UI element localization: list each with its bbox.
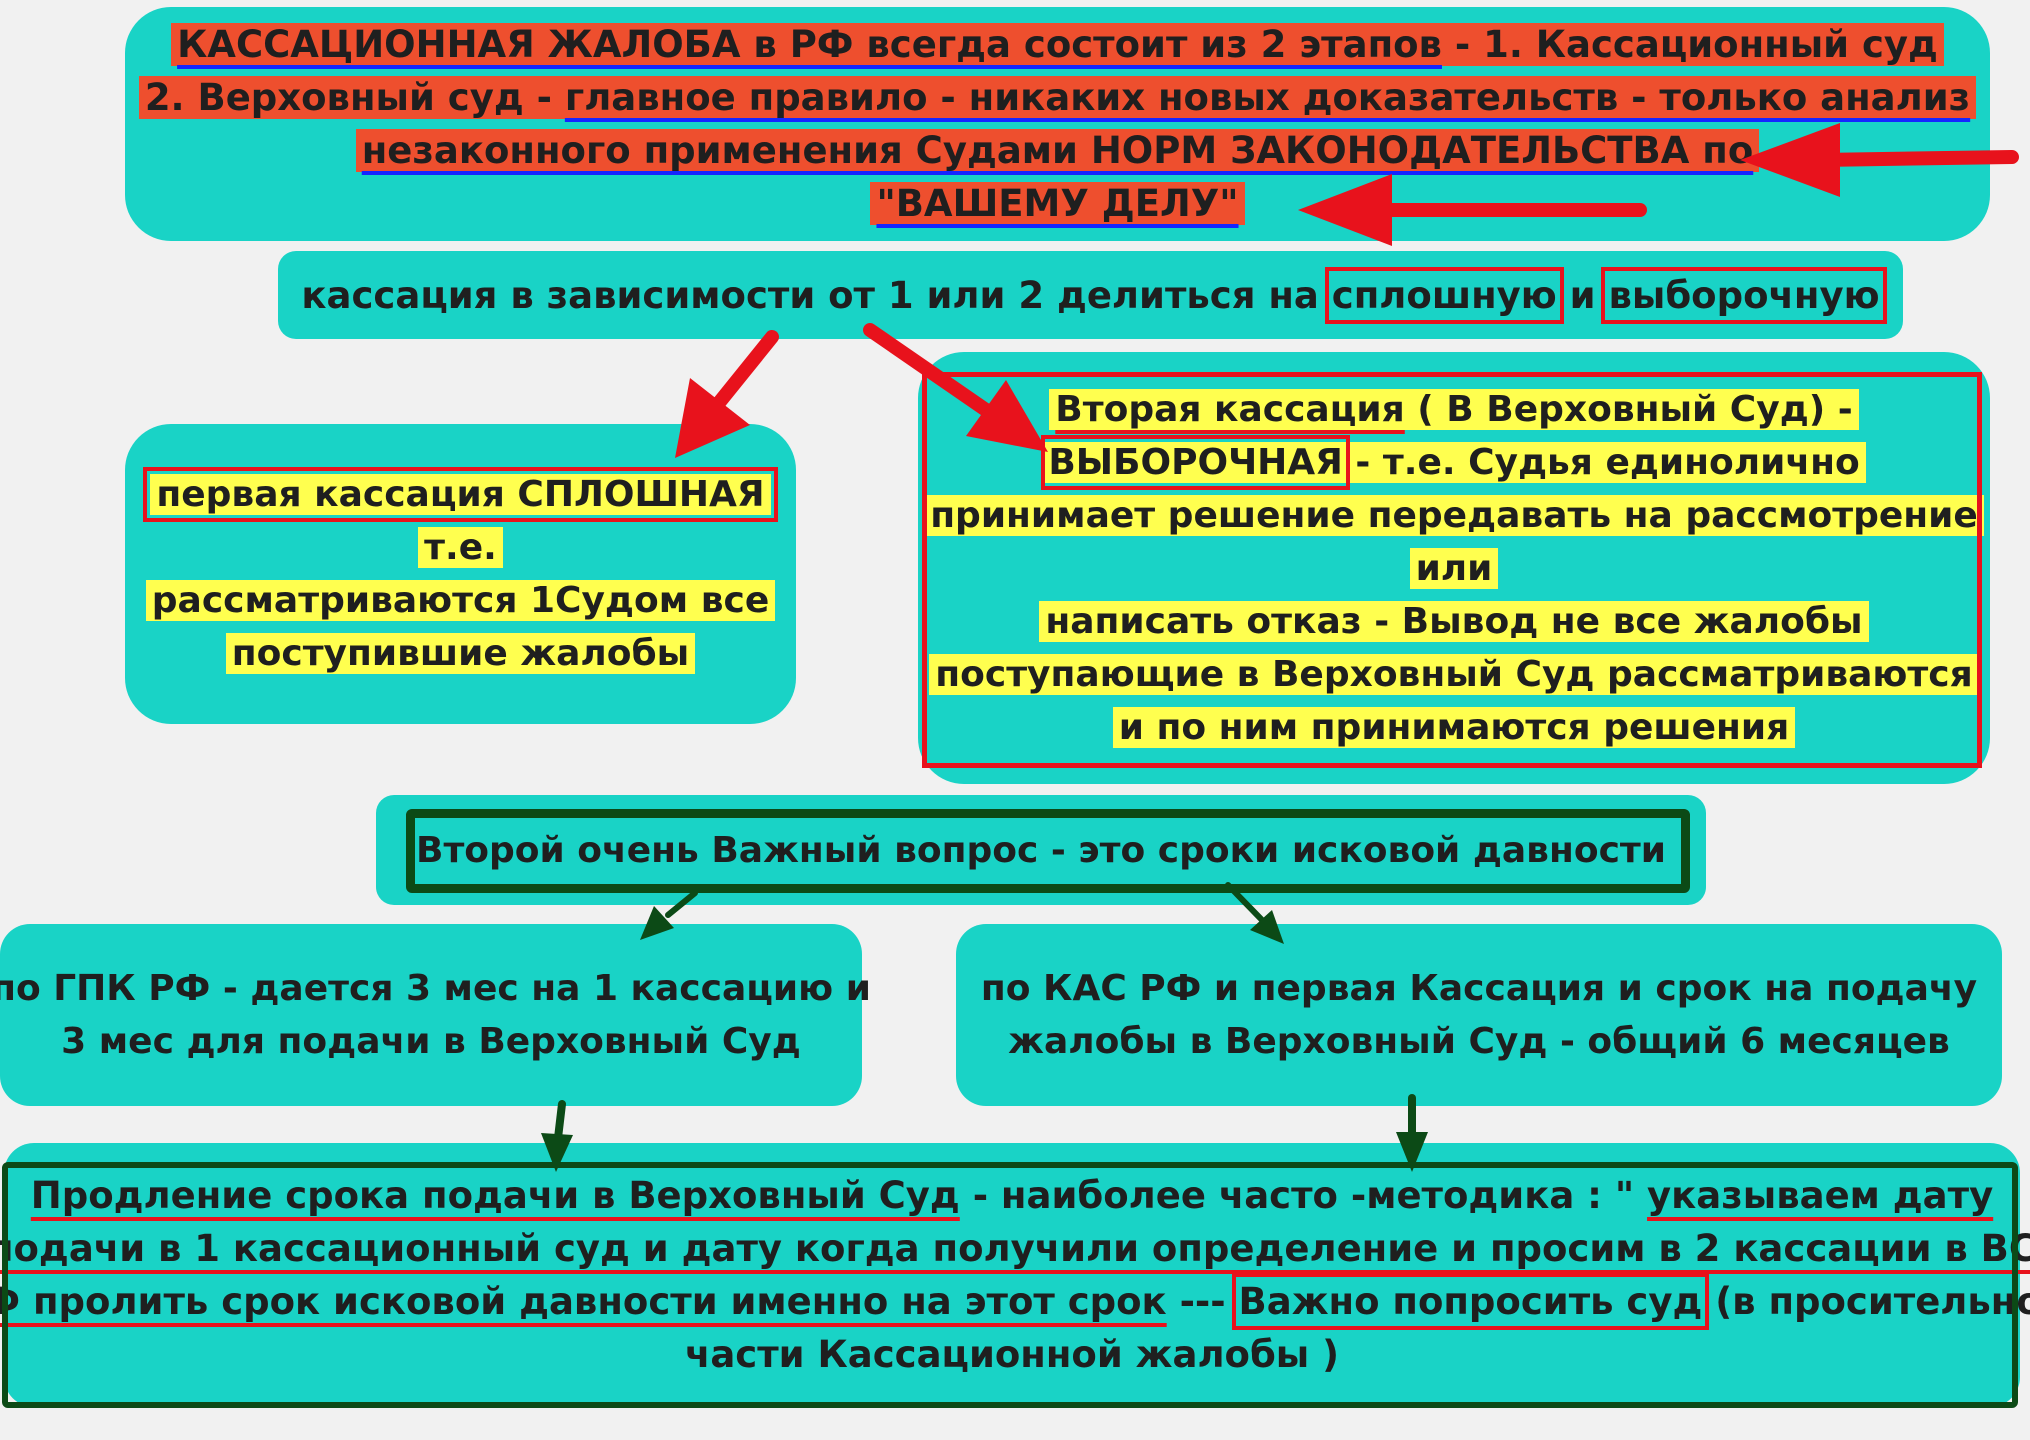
rule-line-3-text: незаконного применения Судами НОРМ ЗАКОН…: [355, 129, 1760, 172]
rule-line-3: незаконного применения Судами НОРМ ЗАКОН…: [355, 124, 1760, 177]
gpk-line-2: 3 мес для подачи в Верховный Суд: [61, 1021, 801, 1062]
ext-line-2: подачи в 1 кассационный суд и дату когда…: [0, 1222, 2030, 1275]
second-line-7: и по ним принимаются решения: [1112, 701, 1796, 754]
kas-line-1: по КАС РФ и первая Кассация и срок на по…: [980, 968, 1978, 1009]
ext-line-2-text: подачи в 1 кассационный суд и дату когда…: [0, 1227, 2030, 1270]
ext-line-3: РФ пролить срок исковой давности именно …: [0, 1273, 2030, 1330]
second-line-6: поступающие в Верховный Суд рассматриваю…: [929, 648, 1979, 701]
second-cassation-frame: [922, 372, 1982, 768]
second-line-1: Вторая кассация ( В Верховный Суд) -: [1049, 383, 1859, 436]
rule-line-4: "ВАШЕМУ ДЕЛУ": [870, 177, 1245, 230]
first-line-3: рассматриваются 1Судом все: [145, 574, 776, 627]
ext-line-1-end: указываем дату: [1647, 1174, 1994, 1217]
kas-line-2: жалобы в Верховный Суд - общий 6 месяцев: [1008, 1021, 1950, 1062]
limitation-question-frame: [406, 809, 1690, 893]
second-line-3: принимает решение передавать на рассмотр…: [924, 489, 1984, 542]
split-and: и: [1556, 273, 1609, 317]
split-text: кассация в зависимости от 1 или 2 делить…: [301, 273, 1332, 317]
ext-line-4: части Кассационной жалобы ): [684, 1333, 1340, 1376]
split-selective-term: выборочную: [1601, 266, 1887, 324]
second-line-6-text: поступающие в Верховный Суд рассматриваю…: [929, 653, 1979, 695]
second-line-3-text: принимает решение передавать на рассмотр…: [924, 494, 1984, 536]
rule-line-1: КАССАЦИОННАЯ ЖАЛОБА в РФ всегда состоит …: [171, 18, 1944, 71]
second-cassation-box: Вторая кассация ( В Верховный Суд) - ВЫБ…: [918, 352, 1990, 784]
deadline-extension-frame: [2, 1162, 2018, 1408]
ext-line-3-dash: ---: [1166, 1280, 1239, 1323]
rule-line-2-main: главное правило - никаких новых доказате…: [564, 76, 1971, 119]
ask-court-term: Важно попросить суд: [1231, 1273, 1710, 1330]
deadline-extension-box: Продление срока подачи в Верховный Суд -…: [0, 1143, 2030, 1407]
first-line-3-text: рассматриваются 1Судом все: [145, 580, 776, 621]
ext-line-3-tail: (в просительной: [1715, 1280, 2030, 1323]
second-line-2: ВЫБОРОЧНАЯ - т.е. Судья единолично: [1041, 434, 1866, 490]
second-line-2-tail: - т.е. Судья единолично: [1342, 441, 1860, 483]
second-line-4: или: [1409, 542, 1499, 595]
second-line-7-text: и по ним принимаются решения: [1112, 706, 1796, 748]
rule-line-1-main: КАССАЦИОННАЯ ЖАЛОБА в РФ всегда состоит …: [177, 23, 1442, 66]
ext-line-1: Продление срока подачи в Верховный Суд -…: [31, 1169, 1993, 1222]
second-line-5-text: написать отказ - Вывод не все жалобы: [1039, 600, 1869, 642]
first-line-4-text: поступившие жалобы: [225, 633, 696, 674]
first-line-2-text: т.е.: [418, 527, 503, 568]
cassation-rule-box: КАССАЦИОННАЯ ЖАЛОБА в РФ всегда состоит …: [125, 7, 1990, 241]
rule-line-2-head: 2. Верховный суд -: [144, 76, 565, 119]
first-line-1: первая кассация СПЛОШНАЯ: [143, 467, 778, 522]
gpk-line-1: по ГПК РФ - дается 3 мес на 1 кассацию и: [0, 968, 871, 1009]
first-line-2: т.е.: [418, 521, 503, 574]
rule-line-2: 2. Верховный суд - главное правило - ник…: [138, 71, 1977, 124]
limitation-question-text: Второй очень Важный вопрос - это сроки и…: [416, 829, 1666, 871]
rule-line-1-tail: - 1. Кассационный суд: [1441, 23, 1938, 66]
kas-deadline-box: по КАС РФ и первая Кассация и срок на по…: [956, 924, 2002, 1106]
ext-line-1-main: Продление срока подачи в Верховный Суд: [30, 1174, 960, 1217]
selective-term: ВЫБОРОЧНАЯ: [1041, 434, 1350, 490]
second-line-5: написать отказ - Вывод не все жалобы: [1039, 595, 1869, 648]
ext-line-3-main: РФ пролить срок исковой давности именно …: [0, 1280, 1167, 1323]
second-cassation-title: Вторая кассация: [1055, 388, 1405, 430]
first-cassation-title: первая кассация СПЛОШНАЯ: [143, 467, 778, 522]
ext-line-1-mid: - наиболее часто -методика : ": [959, 1174, 1648, 1217]
cassation-split-box: кассация в зависимости от 1 или 2 делить…: [278, 251, 1903, 339]
first-line-4: поступившие жалобы: [225, 627, 696, 680]
gpk-deadline-box: по ГПК РФ - дается 3 мес на 1 кассацию и…: [0, 924, 871, 1106]
second-line-1-tail: ( В Верховный Суд) -: [1404, 388, 1853, 430]
split-line: кассация в зависимости от 1 или 2 делить…: [301, 266, 1887, 324]
first-cassation-box: первая кассация СПЛОШНАЯ т.е. рассматрив…: [125, 424, 796, 724]
rule-line-4-text: "ВАШЕМУ ДЕЛУ": [870, 182, 1245, 225]
split-solid-term: сплошную: [1324, 266, 1564, 324]
second-line-4-text: или: [1409, 547, 1499, 589]
